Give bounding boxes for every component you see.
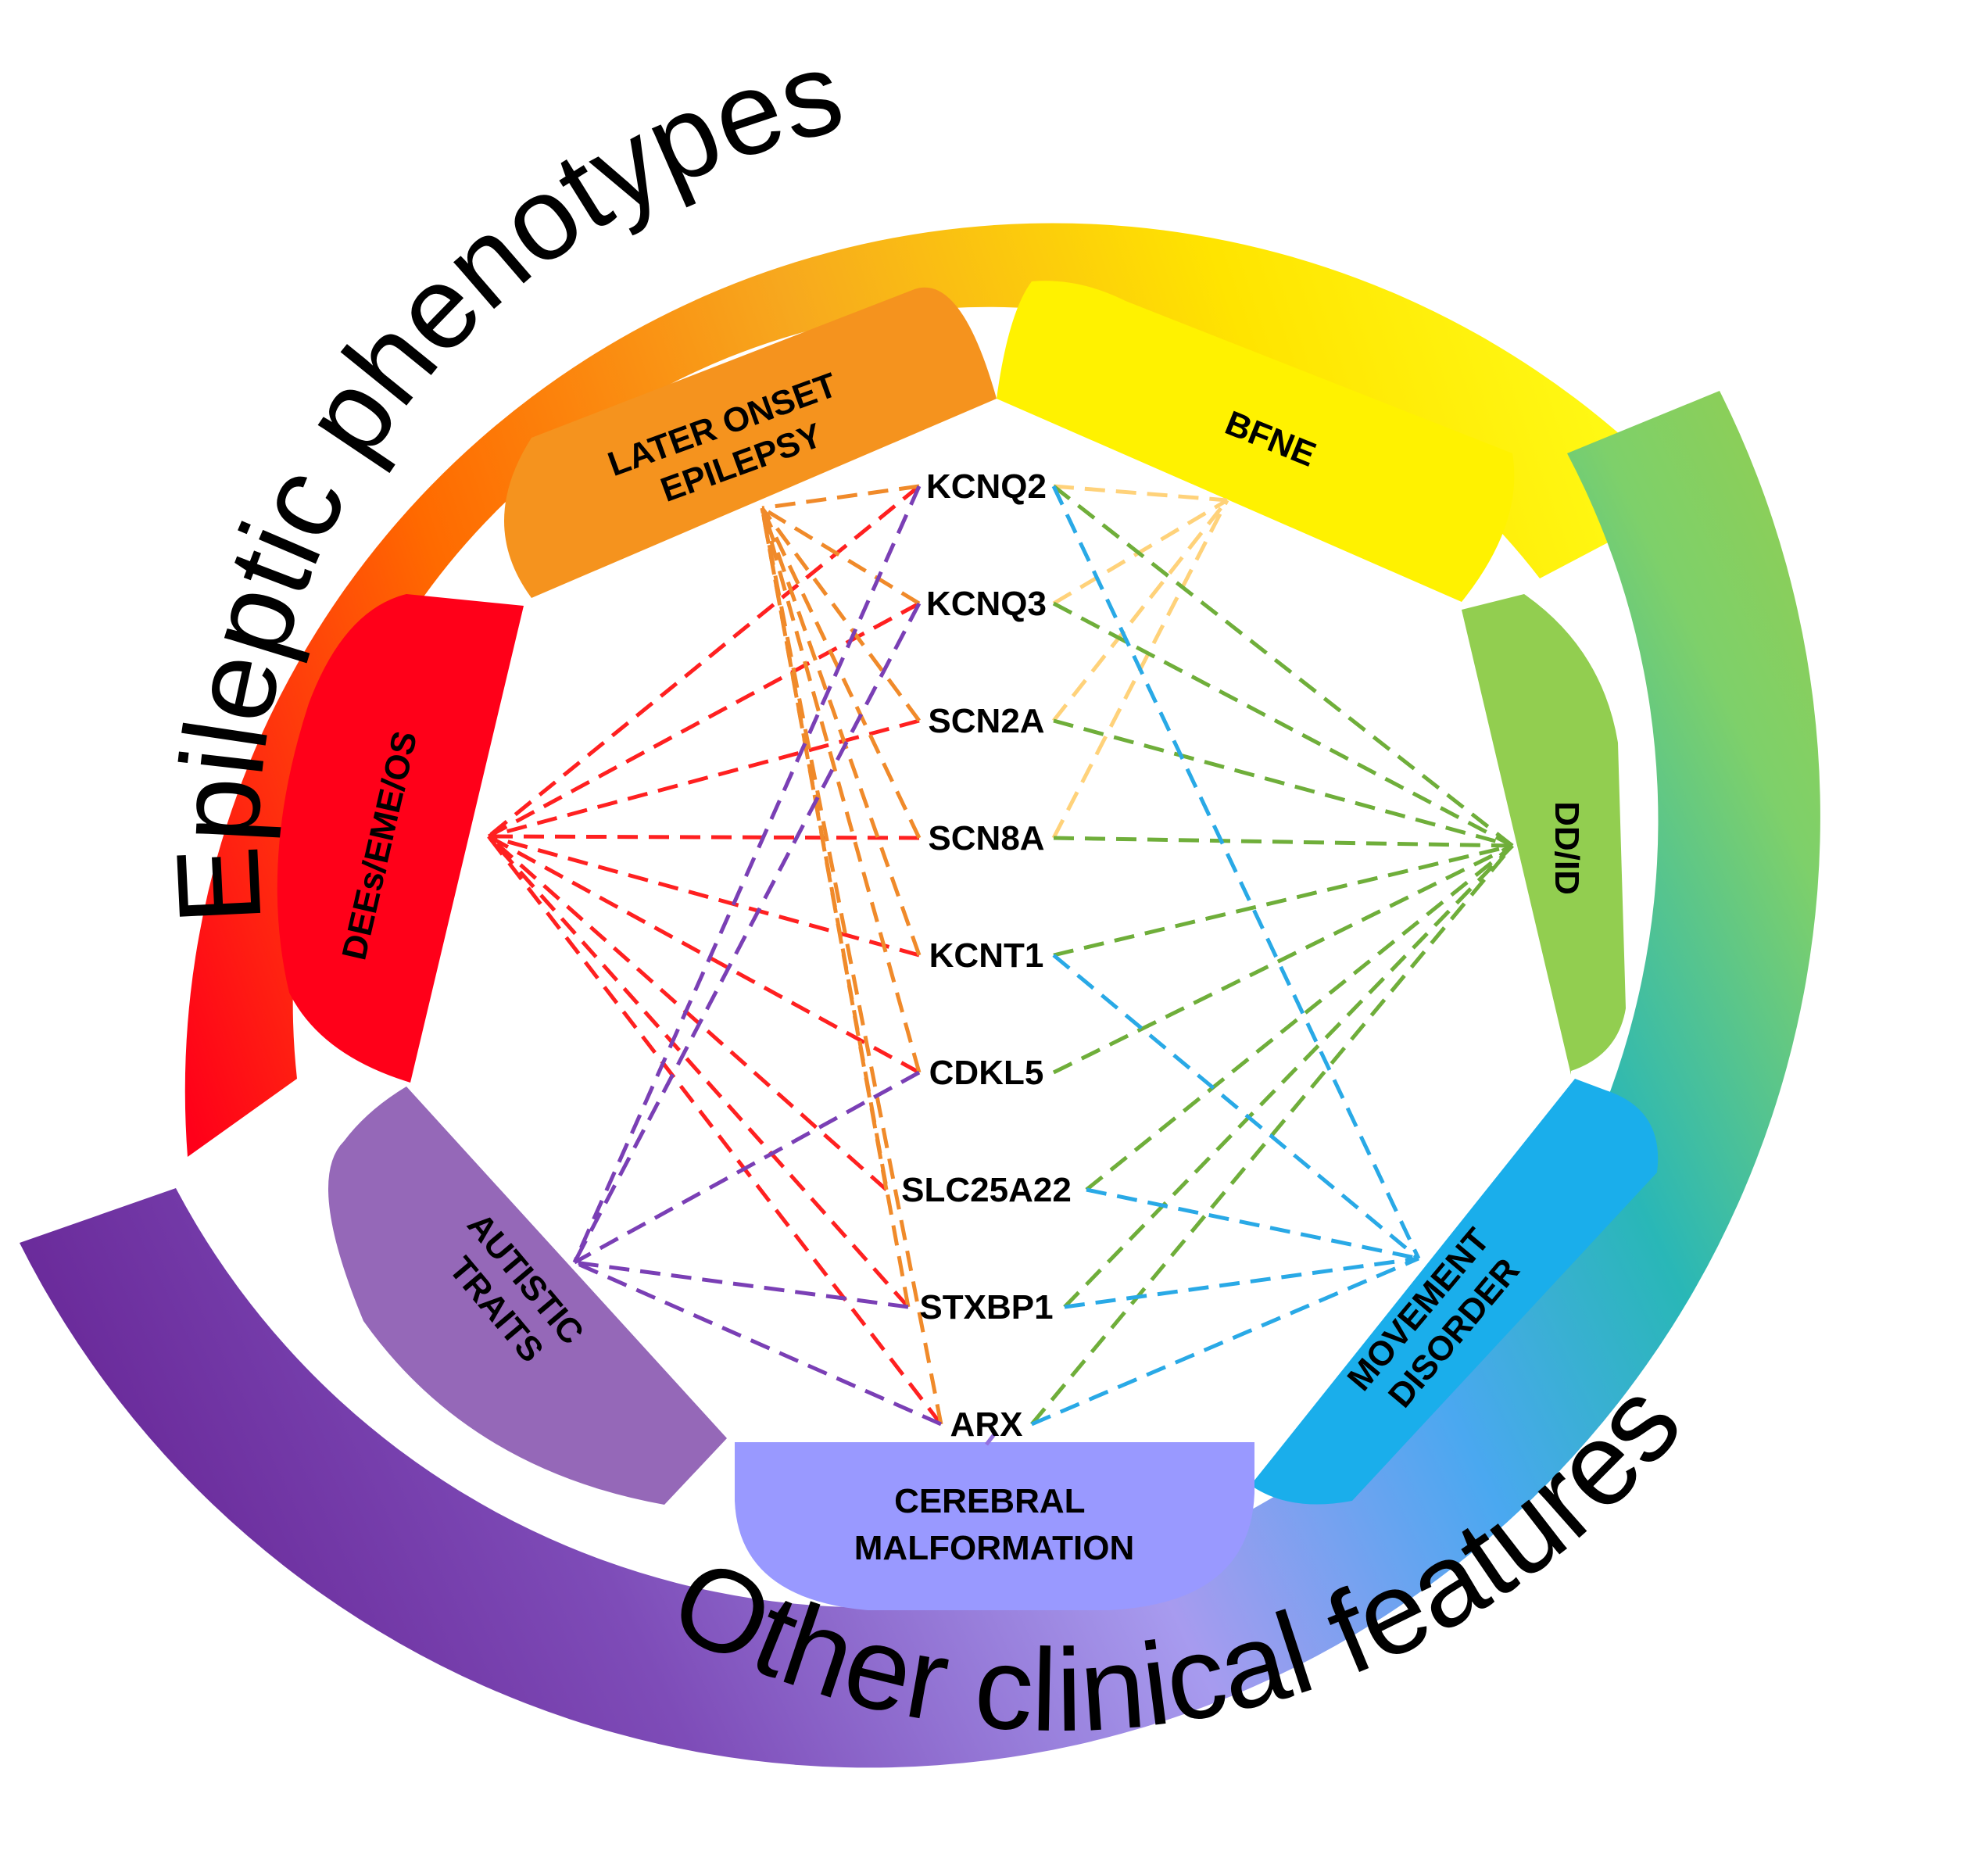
link-kcnq2-bfne <box>1053 484 1228 503</box>
other-clinical-features-arc <box>20 391 1820 1768</box>
link-arx-later-onset <box>760 507 943 1425</box>
link-stxbp1-dd-id <box>1063 844 1514 1309</box>
gene-label-scn2a: SCN2A <box>928 702 1044 740</box>
link-slc25a22-movement <box>1086 1187 1419 1261</box>
link-scn8a-dees <box>488 834 920 840</box>
link-cdkl5-dd-id <box>1052 843 1514 1075</box>
gene-label-cdkl5: CDKL5 <box>929 1054 1044 1092</box>
link-stxbp1-dees <box>487 835 910 1309</box>
link-kcnq3-dees <box>487 601 921 839</box>
gene-label-arx: ARX <box>950 1405 1023 1444</box>
link-kcnt1-movement <box>1052 954 1420 1260</box>
gene-label-kcnq2: KCNQ2 <box>926 467 1047 506</box>
gene-label-scn8a: SCN8A <box>928 819 1044 857</box>
link-arx-movement <box>1031 1256 1419 1427</box>
link-scn2a-bfne <box>1052 499 1229 722</box>
link-cdkl5-autistic <box>573 1070 921 1265</box>
gene-label-slc25a22: SLC25A22 <box>901 1171 1072 1209</box>
link-slc25a22-dd-id <box>1085 844 1514 1191</box>
link-kcnt1-dd-id <box>1053 843 1513 958</box>
link-kcnq3-dd-id <box>1052 601 1514 848</box>
link-stxbp1-autistic <box>574 1260 909 1309</box>
cerebral-malformation-tile <box>735 1442 1254 1610</box>
dd-id-tile <box>1462 594 1626 1075</box>
dees-eme-os-tile <box>277 594 524 1083</box>
cerebral-malformation-label: CEREBRAL MALFORMATION <box>854 1482 1134 1567</box>
link-kcnq2-autistic <box>572 485 922 1264</box>
phenotype-categories <box>277 281 1659 1610</box>
link-kcnt1-dees <box>488 834 920 958</box>
link-kcnt1-later-onset <box>760 507 922 956</box>
dd-id-label: DD/ID <box>1548 801 1586 895</box>
movement-disorder-tile <box>1251 1079 1659 1505</box>
gene-label-kcnt1: KCNT1 <box>929 936 1044 975</box>
link-slc25a22-dees <box>487 835 888 1191</box>
link-scn8a-dd-id <box>1053 836 1513 848</box>
link-kcnq2-movement <box>1051 485 1421 1260</box>
link-kcnq3-autistic <box>572 602 922 1264</box>
link-kcnq2-later-onset <box>761 484 920 510</box>
link-cdkl5-dees <box>487 834 921 1075</box>
gene-label-kcnq3: KCNQ3 <box>926 585 1047 623</box>
link-scn2a-dees <box>488 718 920 839</box>
autistic-traits-tile <box>328 1087 727 1505</box>
link-arx-autistic <box>573 1260 943 1427</box>
gene-label-stxbp1: STXBP1 <box>919 1288 1053 1326</box>
link-arx-cerebral <box>985 1433 996 1446</box>
link-scn2a-dd-id <box>1053 718 1513 848</box>
link-kcnq2-dd-id <box>1052 485 1514 847</box>
bfne-tile <box>997 281 1515 602</box>
later-onset-epilepsy-tile <box>504 287 997 598</box>
link-cdkl5-later-onset <box>760 507 922 1073</box>
gene-phenotype-links <box>487 484 1514 1446</box>
link-scn2a-later-onset <box>760 507 922 722</box>
link-stxbp1-movement <box>1064 1256 1419 1309</box>
